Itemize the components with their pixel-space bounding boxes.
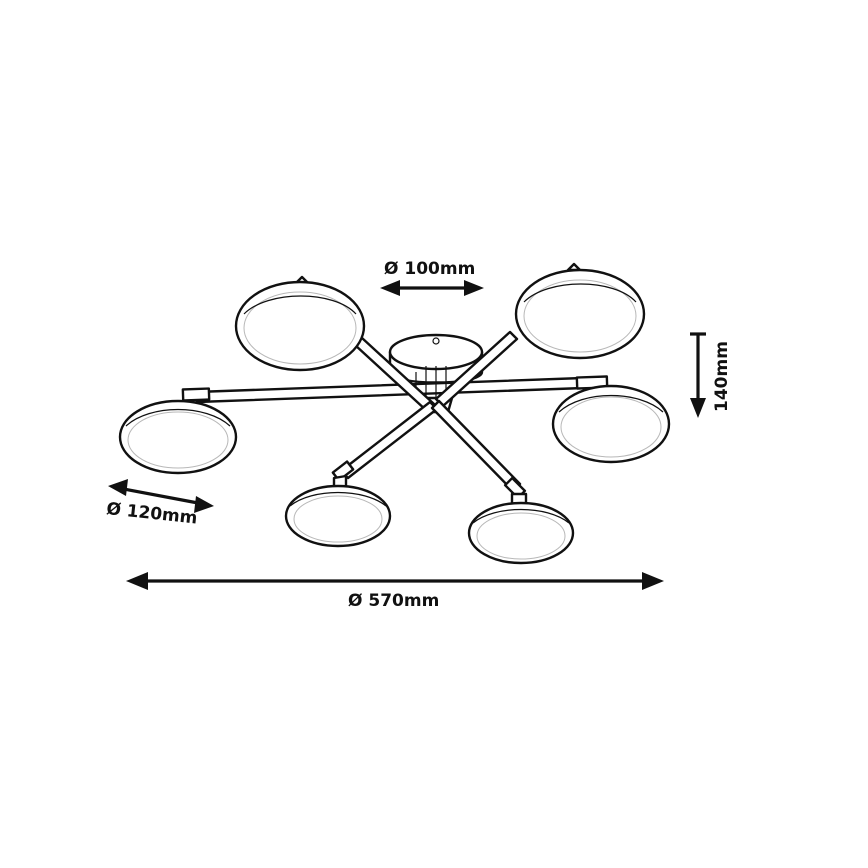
shade-top-right: [514, 262, 646, 360]
height-label: 140mm: [712, 341, 732, 412]
hub-diameter-label: Ø 100mm: [384, 259, 475, 279]
shade-bottom-right: [467, 501, 575, 565]
shade-left: [118, 399, 238, 475]
shade-diameter-label: Ø 120mm: [105, 499, 198, 528]
arm-bottom-right: [430, 399, 528, 508]
dimension-hub-diameter: Ø 100mm: [380, 259, 484, 296]
arm-bottom-left: [331, 400, 439, 492]
overall-diameter-label: Ø 570mm: [348, 591, 439, 611]
shade-bottom-left: [284, 484, 392, 548]
dimension-shade-diameter: Ø 120mm: [105, 479, 214, 529]
ceiling-canopy: [388, 333, 484, 414]
shade-top-left: [234, 275, 366, 372]
dimension-height: 140mm: [690, 332, 732, 418]
dimension-overall-diameter: Ø 570mm: [126, 572, 664, 611]
shade-right: [551, 384, 671, 464]
lamp-illustration: [118, 262, 671, 565]
